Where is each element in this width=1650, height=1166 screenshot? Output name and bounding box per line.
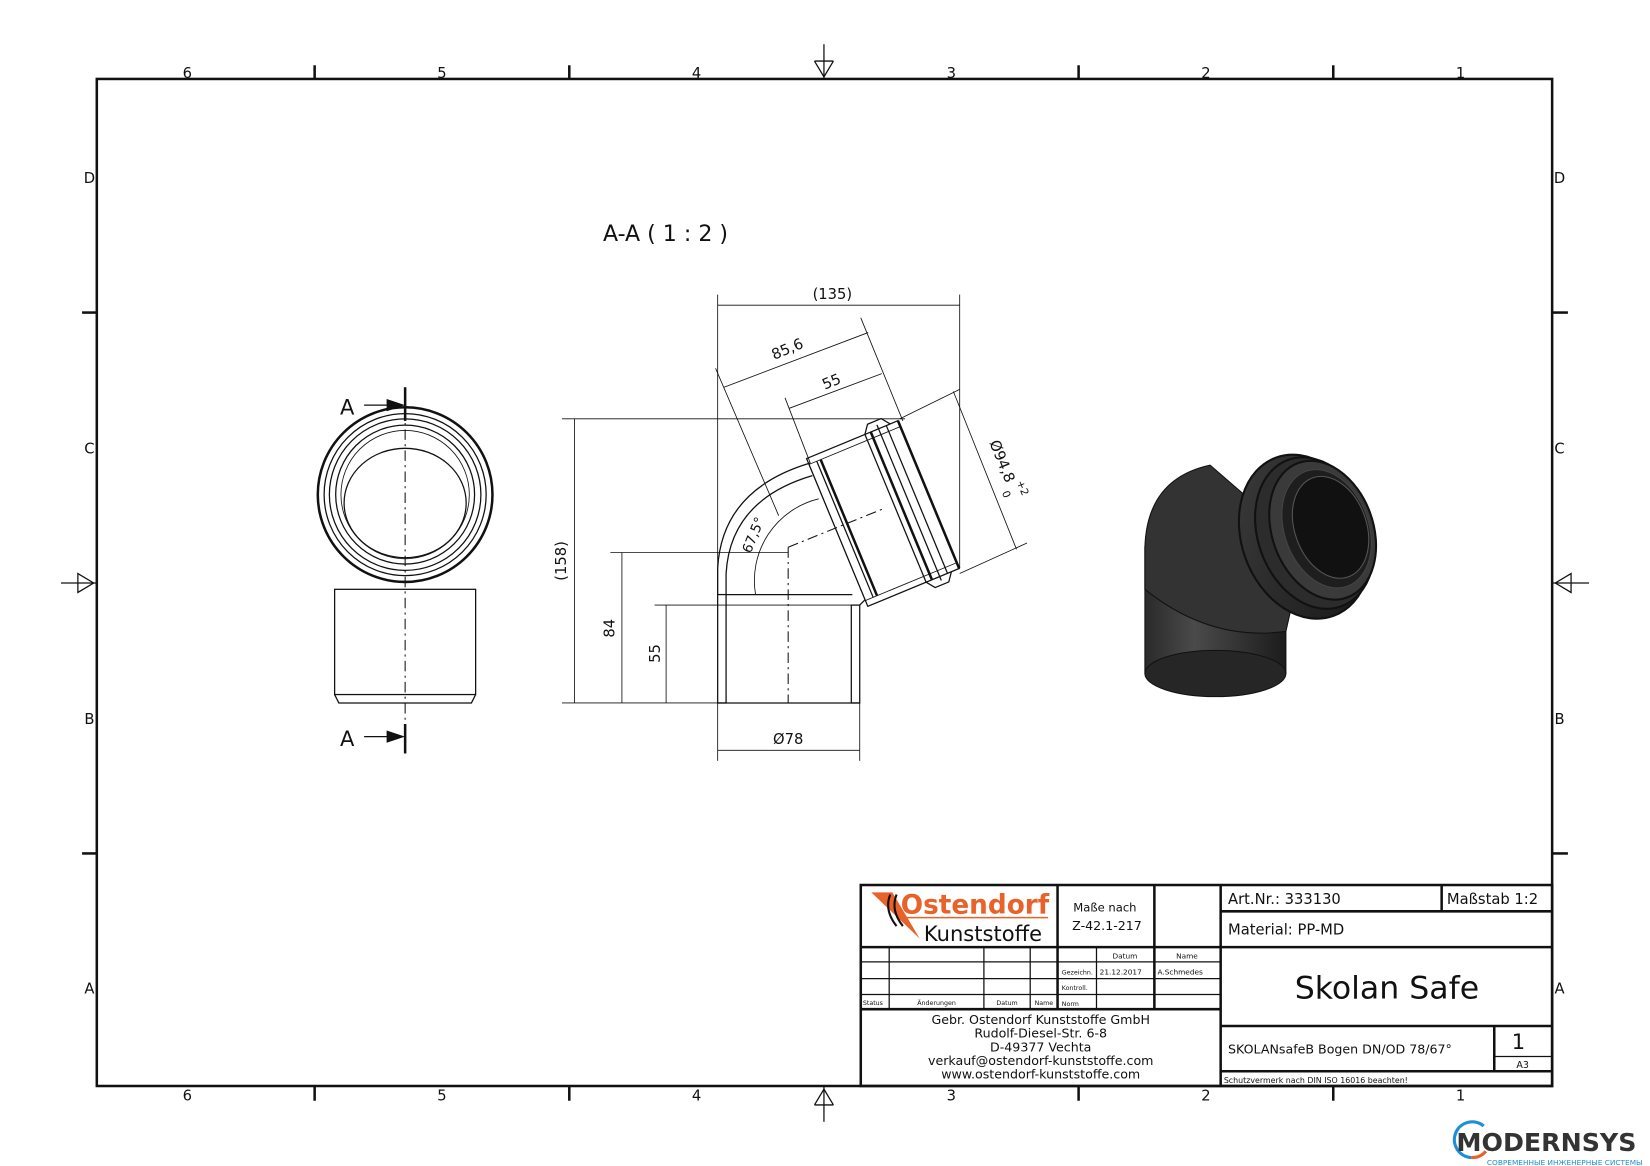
column-label: 1 [1456,65,1465,82]
drawn-date: 21.12.2017 [1100,967,1142,976]
elbow-3d-render [1144,453,1378,698]
protection-note: Schutzvermerk nach DIN ISO 16016 beachte… [1224,1076,1408,1085]
dim-socket-diameter: Ø94,8 [986,438,1018,485]
sheet-frame [61,44,1589,1122]
dim-socket-depth: 55 [820,371,844,394]
column-label: 5 [437,65,446,82]
row-label: C [1554,441,1564,458]
section-arrow-top [364,399,406,412]
section-marker-label: A [340,395,355,420]
company-name: Gebr. Ostendorf Kunststoffe GmbH [931,1012,1149,1027]
dim-overall-width: (135) [813,286,853,303]
section-marker-label: A [340,726,355,751]
row-label: B [84,711,94,728]
sheet-format: A3 [1516,1060,1529,1071]
rev-changes-label: Änderungen [917,998,956,1007]
rev-name-label: Name [1035,1000,1054,1007]
article-number: Art.Nr.: 333130 [1228,891,1341,908]
column-label: 5 [437,1088,446,1105]
section-view: (135) 85,6 55 Ø94,8 +2 0 (158) 84 55 67,… [553,286,1031,761]
header-name: Name [1176,952,1198,961]
row-norm-label: Norm [1062,1001,1079,1008]
dim-socket-total: 85,6 [769,335,806,363]
logo-text-kunststoffe: Kunststoffe [924,921,1042,946]
row-checked-label: Kontroll. [1062,985,1088,992]
watermark-brand: MODERNSYS [1456,1128,1636,1157]
rev-date-label: Datum [996,1000,1017,1007]
product-title: Skolan Safe [1295,971,1479,1007]
row-label: C [84,441,94,458]
title-block: Ostendorf Kunststoffe Maße nach Z-42.1-2… [859,883,1554,1088]
row-label: D [1554,170,1565,187]
section-arrow-bottom [364,730,406,743]
modernsys-watermark: MODERNSYS СОВРЕМЕННЫЕ ИНЖЕНЕРНЫЕ СИСТЕМЫ [1452,1120,1643,1166]
drawn-by: A.Schmedes [1158,967,1204,976]
company-email[interactable]: verkauf@ostendorf-kunststoffe.com [928,1053,1153,1068]
center-mark-right [1552,572,1589,594]
header-datum: Datum [1112,952,1137,961]
column-label: 3 [947,1088,956,1105]
row-label: D [84,170,95,187]
center-mark-bottom [813,1085,834,1122]
company-city: D-49377 Vechta [990,1039,1091,1054]
dim-overall-height: (158) [553,541,570,581]
material: Material: PP-MD [1228,921,1344,938]
dim-height-55: 55 [647,644,664,663]
part-description: SKOLANsafeB Bogen DN/OD 78/67° [1228,1041,1452,1056]
company-website[interactable]: www.ostendorf-kunststoffe.com [941,1067,1140,1082]
dim-tol-upper: +2 [1014,479,1031,498]
section-title: A-A ( 1 : 2 ) [603,221,728,247]
row-label: A [1554,980,1564,997]
front-view: A A [316,387,494,754]
scale: Maßstab 1:2 [1447,891,1538,908]
column-label: 4 [692,65,701,82]
logo-text-ostendorf: Ostendorf [901,890,1050,920]
column-label: 2 [1201,65,1210,82]
company-street: Rudolf-Diesel-Str. 6-8 [974,1026,1107,1041]
center-mark-top [813,44,834,79]
dim-pipe-diameter: Ø78 [773,731,803,748]
dim-height-84: 84 [602,619,619,638]
ostendorf-logo: Ostendorf Kunststoffe [871,890,1050,946]
sheet-number: 1 [1512,1029,1525,1054]
rev-status-label: Status [863,1000,883,1007]
row-label: A [84,980,94,997]
watermark-tagline: СОВРЕМЕННЫЕ ИНЖЕНЕРНЫЕ СИСТЕМЫ [1487,1158,1643,1166]
dim-tol-lower: 0 [999,489,1013,500]
column-label: 1 [1456,1088,1465,1105]
column-label: 2 [1201,1088,1210,1105]
column-label: 6 [183,65,192,82]
dim-angle: 67,5° [740,515,769,556]
column-label: 3 [947,65,956,82]
row-drawn-label: Gezeichn. [1062,969,1093,976]
standard-value: Z-42.1-217 [1072,918,1142,933]
column-label: 4 [692,1088,701,1105]
zone-labels: 6 5 4 3 2 1 6 5 4 3 2 1 D C B A D C B A [84,65,1565,1105]
row-label: B [1554,711,1564,728]
center-mark-left [61,572,97,594]
column-label: 6 [183,1088,192,1105]
standard-label: Maße nach [1073,900,1136,914]
